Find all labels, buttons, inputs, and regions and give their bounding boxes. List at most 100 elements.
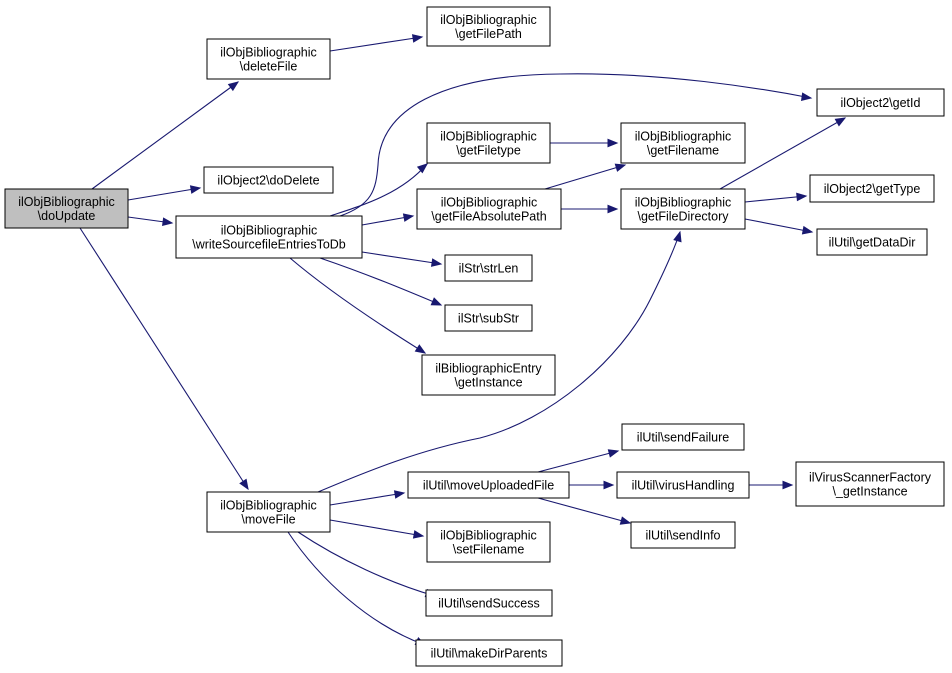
node-box — [4, 188, 129, 229]
node-label-line: ilUtil\sendInfo — [645, 529, 720, 543]
node-label-line: ilObjBibliographic — [221, 224, 318, 238]
node-getFiletype[interactable]: ilObjBibliographic\getFiletype — [426, 122, 551, 164]
node-getFilePath[interactable]: ilObjBibliographic\getFilePath — [426, 6, 551, 47]
node-label-line: \getInstance — [454, 376, 522, 390]
node-label-line: ilStr\strLen — [459, 262, 519, 276]
edge-line — [744, 218, 813, 233]
edge-line — [537, 497, 631, 524]
edge-line — [91, 81, 239, 190]
node-box — [203, 166, 334, 194]
node-moveUploadedFile[interactable]: ilUtil\moveUploadedFile — [407, 471, 570, 499]
edge-moveFile-to-makeDirParents — [287, 531, 427, 646]
node-sendInfo[interactable]: ilUtil\sendInfo — [630, 521, 736, 549]
edge-virusHandling-to-virusScanner — [749, 480, 794, 490]
node-strLen[interactable]: ilStr\strLen — [444, 254, 533, 282]
node-box — [795, 461, 945, 507]
edge-moveUploadedFile-to-sendInfo — [537, 497, 632, 525]
edge-moveUploadedFile-to-sendFailure — [537, 449, 620, 473]
arrowhead — [402, 213, 415, 222]
arrowhead — [800, 92, 813, 101]
edge-moveFile-to-sendSuccess — [297, 531, 437, 598]
edge-getFiletype-to-getFilename — [550, 138, 619, 148]
node-getInstance[interactable]: ilBibliographicEntry\getInstance — [421, 354, 556, 396]
edge-line — [339, 73, 812, 217]
node-doUpdate[interactable]: ilObjBibliographic\doUpdate — [4, 188, 129, 229]
node-makeDirParents[interactable]: ilUtil\makeDirParents — [415, 639, 563, 667]
edge-deleteFile-to-getFilePath — [329, 34, 424, 52]
node-label-line: ilObject2\getType — [824, 182, 921, 196]
node-box — [206, 38, 331, 80]
node-virusScanner[interactable]: ilVirusScannerFactory\_getInstance — [795, 461, 945, 507]
node-box — [425, 589, 553, 617]
edge-line — [361, 251, 442, 265]
node-deleteFile[interactable]: ilObjBibliographic\deleteFile — [206, 38, 331, 80]
node-label-line: \_getInstance — [832, 485, 907, 499]
node-label-line: \doUpdate — [38, 209, 96, 223]
node-label-line: ilObjBibliographic — [220, 46, 317, 60]
node-getFilename[interactable]: ilObjBibliographic\getFilename — [620, 122, 746, 164]
node-doDelete[interactable]: ilObject2\doDelete — [203, 166, 334, 194]
arrowhead — [801, 225, 814, 235]
arrowhead — [189, 185, 202, 194]
node-virusHandling[interactable]: ilUtil\virusHandling — [616, 471, 750, 499]
edge-writeSource-to-subStr — [319, 257, 443, 306]
node-sendFailure[interactable]: ilUtil\sendFailure — [621, 423, 745, 451]
node-moveFile[interactable]: ilObjBibliographic\moveFile — [206, 491, 331, 533]
node-label-line: ilObjBibliographic — [220, 499, 317, 513]
edge-writeSource-to-getFiletype — [329, 163, 429, 217]
node-box — [426, 6, 551, 47]
arrowhead — [782, 480, 794, 490]
node-box — [426, 122, 551, 164]
node-getDataDir[interactable]: ilUtil\getDataDir — [816, 228, 928, 256]
node-getFileAbsolutePath[interactable]: ilObjBibliographic\getFileAbsolutePath — [416, 188, 562, 230]
node-label-line: ilObjBibliographic — [635, 196, 732, 210]
arrowhead — [416, 163, 429, 174]
node-label-line: \writeSourcefileEntriesToDb — [192, 238, 346, 252]
node-box — [616, 471, 750, 499]
arrowhead — [607, 204, 619, 214]
edge-doUpdate-to-writeSource — [127, 216, 174, 227]
node-sendSuccess[interactable]: ilUtil\sendSuccess — [425, 589, 553, 617]
arrowhead — [607, 449, 620, 458]
node-getId[interactable]: ilObject2\getId — [816, 88, 945, 117]
edge-writeSource-to-getFileAbsolutePath — [361, 213, 415, 226]
node-setFilename[interactable]: ilObjBibliographic\setFilename — [426, 521, 551, 563]
arrowhead — [411, 34, 424, 43]
node-box — [816, 228, 928, 256]
edges-layer — [79, 34, 847, 646]
node-label-line: ilBibliographicEntry — [435, 362, 542, 376]
edge-writeSource-to-getInstance — [289, 257, 427, 354]
node-getType[interactable]: ilObject2\getType — [809, 174, 935, 203]
edge-line — [319, 257, 442, 306]
edge-moveFile-to-getFileDirectory — [317, 230, 682, 493]
node-box — [816, 88, 945, 117]
edge-line — [79, 227, 249, 490]
arrowhead — [796, 192, 808, 202]
node-label-line: ilUtil\moveUploadedFile — [423, 479, 554, 493]
node-label-line: ilObjBibliographic — [440, 13, 537, 27]
arrowhead — [393, 490, 406, 499]
node-box — [426, 521, 551, 563]
arrowhead — [162, 217, 174, 227]
node-subStr[interactable]: ilStr\subStr — [444, 304, 533, 332]
edge-line — [537, 450, 619, 473]
node-box — [621, 423, 745, 451]
edge-getFileDirectory-to-getDataDir — [744, 218, 814, 235]
arrowhead — [414, 344, 427, 354]
node-writeSource[interactable]: ilObjBibliographic\writeSourcefileEntrie… — [175, 215, 363, 259]
node-box — [620, 188, 746, 230]
edge-line — [744, 195, 807, 203]
node-box — [175, 215, 363, 259]
node-getFileDirectory[interactable]: ilObjBibliographic\getFileDirectory — [620, 188, 746, 230]
node-label-line: \deleteFile — [240, 60, 298, 74]
node-label-line: ilUtil\makeDirParents — [431, 647, 548, 661]
edge-line — [317, 231, 681, 493]
arrowhead — [227, 81, 240, 92]
node-label-line: \getFiletype — [456, 144, 521, 158]
node-label-line: \getFileAbsolutePath — [431, 210, 546, 224]
node-box — [630, 521, 736, 549]
edge-line — [544, 164, 626, 190]
node-label-line: ilVirusScannerFactory — [809, 471, 932, 485]
edge-line — [329, 492, 405, 506]
arrowhead — [607, 138, 619, 148]
